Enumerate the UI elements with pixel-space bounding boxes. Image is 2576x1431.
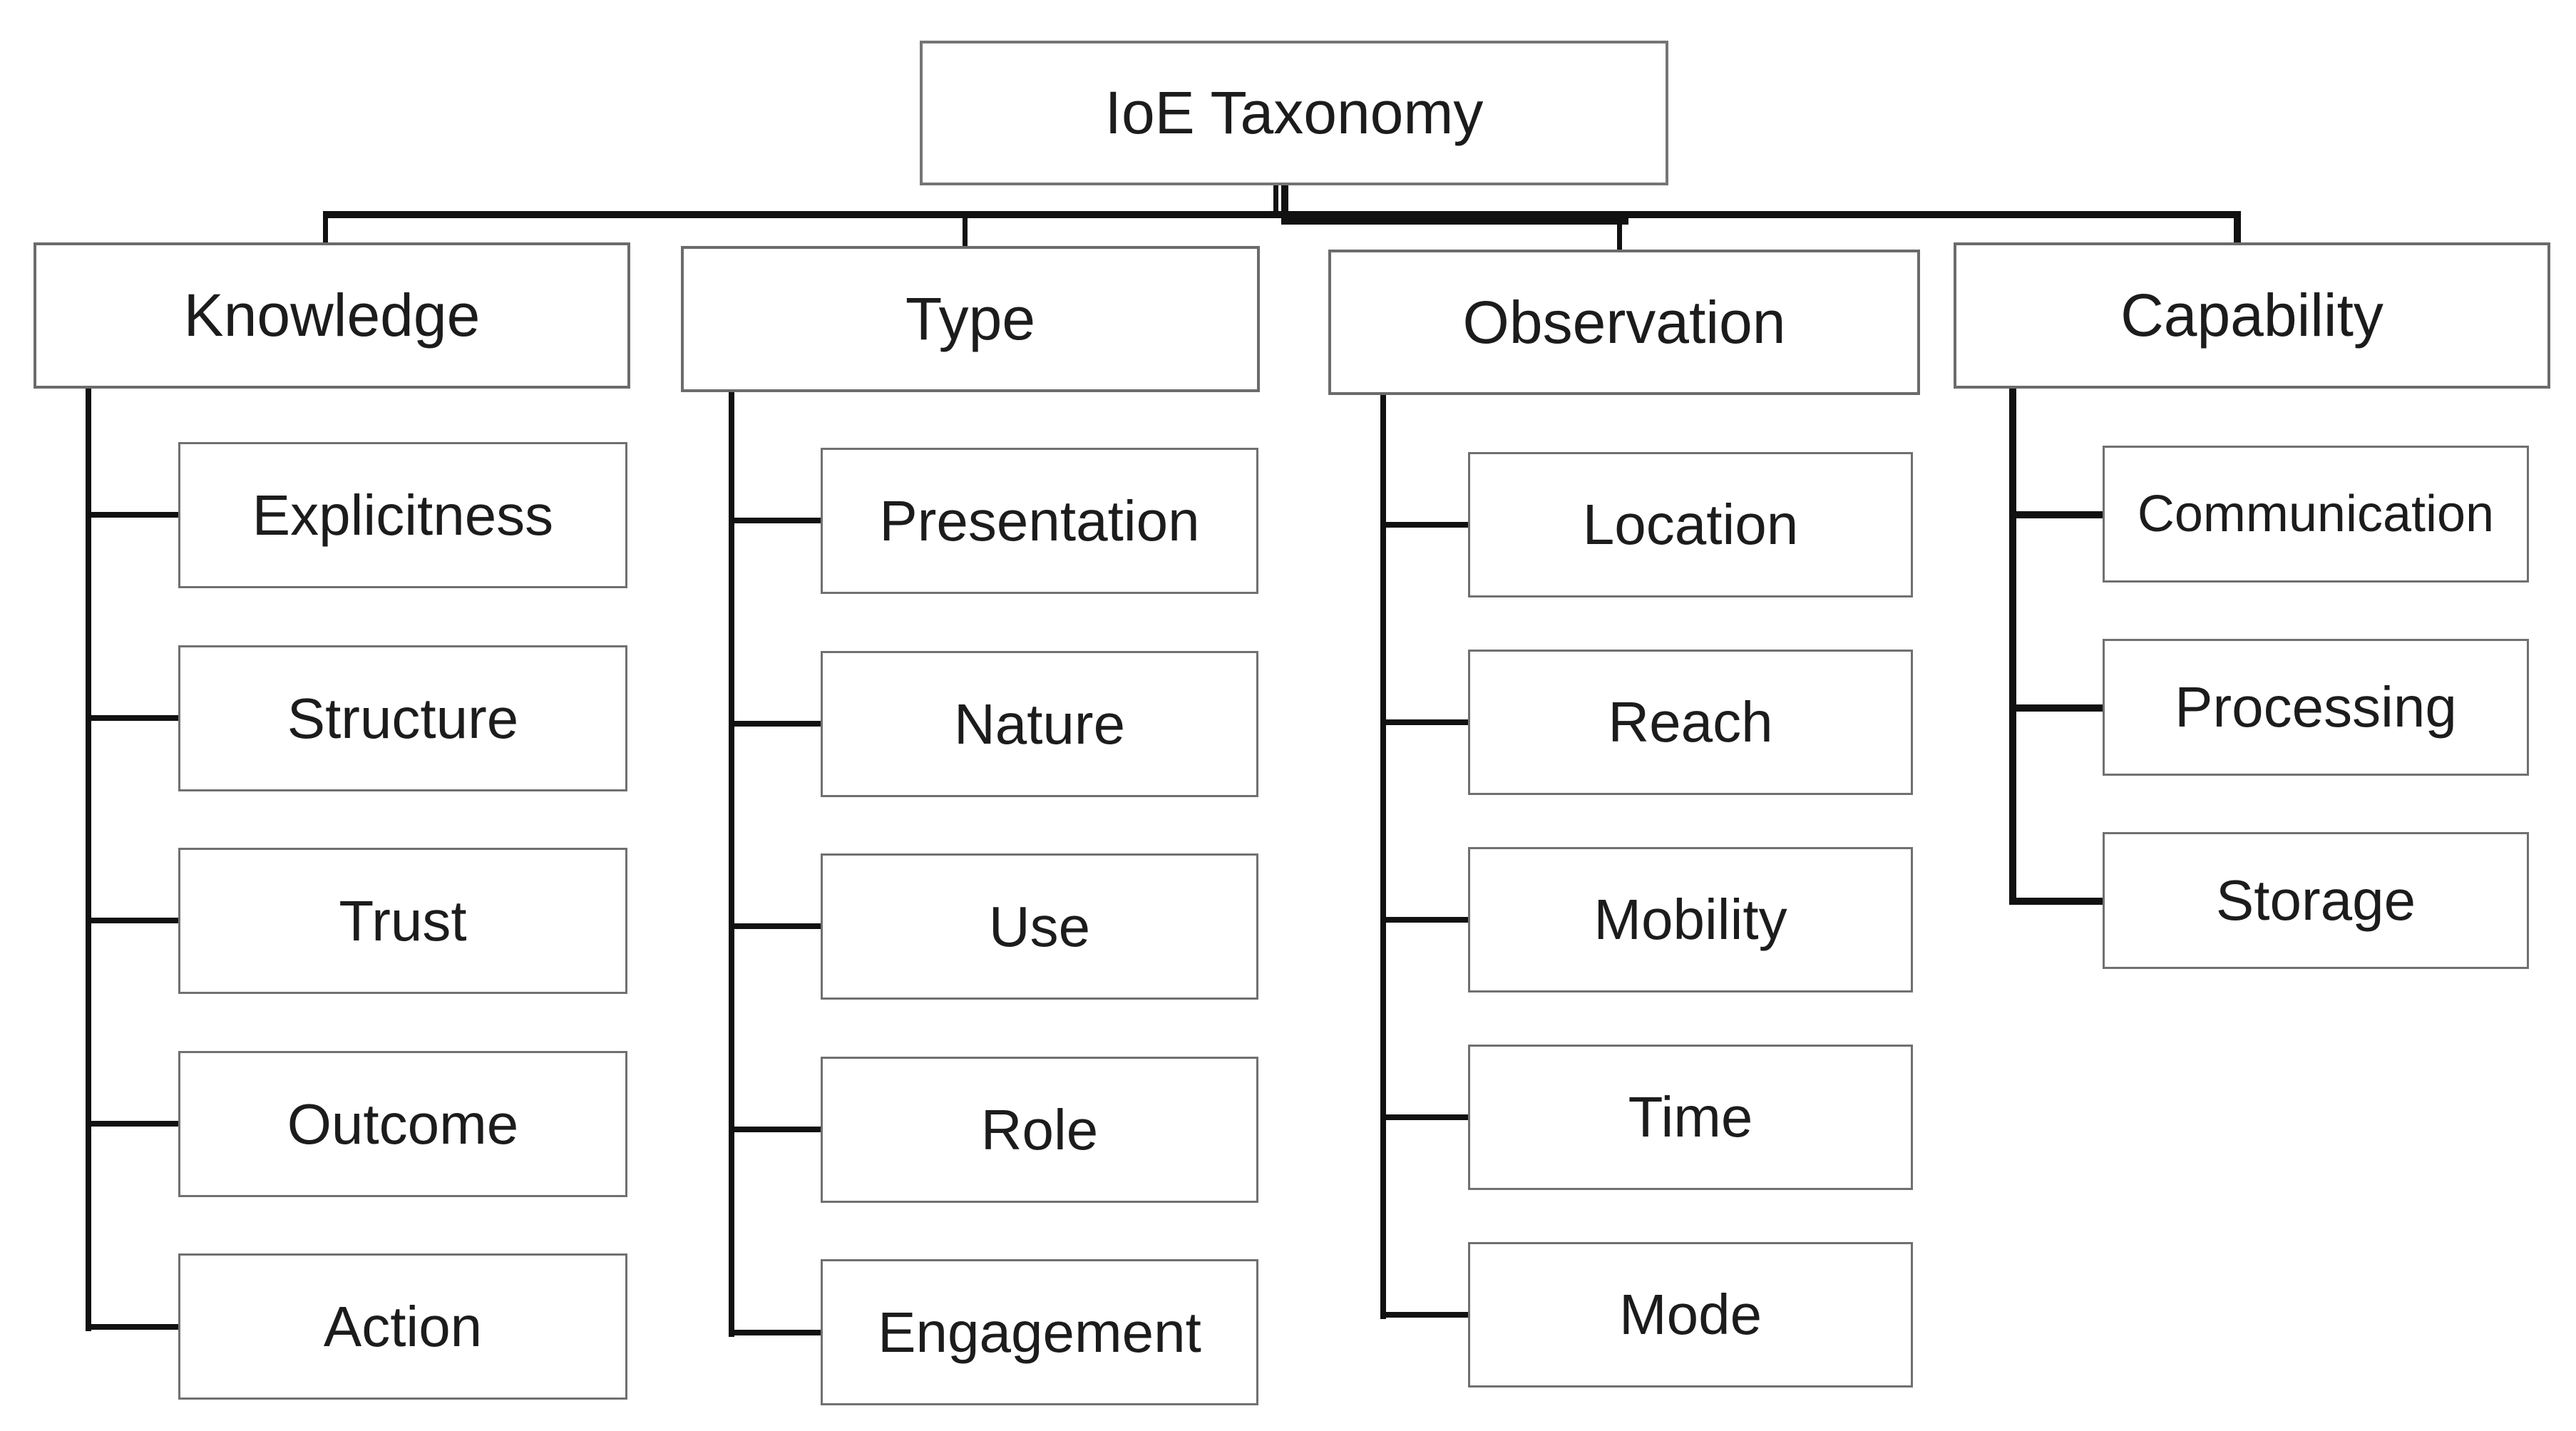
child-box-processing: Processing [2103, 639, 2529, 776]
child-box-structure: Structure [178, 645, 627, 791]
child-label: Presentation [879, 488, 1200, 553]
child-box-engagement: Engagement [821, 1259, 1258, 1405]
child-box-location: Location [1468, 452, 1913, 597]
trunk-type [729, 392, 734, 1337]
elbow-capability-1 [2009, 704, 2103, 712]
child-label: Engagement [878, 1300, 1201, 1364]
stub-type [963, 214, 968, 249]
child-label: Processing [2175, 675, 2457, 739]
branch-box-observation: Observation [1328, 250, 1920, 395]
child-label: Explicitness [252, 483, 554, 547]
branch-label: Type [905, 285, 1036, 352]
elbow-observation-0 [1380, 522, 1468, 528]
child-label: Use [988, 894, 1091, 958]
trunk-capability [2009, 389, 2016, 903]
child-label: Role [980, 1097, 1099, 1161]
root-box-ioe-taxonomy: IoE Taxonomy [920, 41, 1668, 185]
child-label: Communication [2137, 486, 2495, 543]
elbow-observation-4 [1380, 1312, 1468, 1318]
elbow-capability-2 [2009, 898, 2103, 905]
elbow-capability-0 [2009, 511, 2103, 518]
child-box-use: Use [821, 853, 1258, 1000]
child-label: Nature [953, 692, 1126, 756]
branch-box-knowledge: Knowledge [34, 242, 630, 389]
child-box-outcome: Outcome [178, 1051, 627, 1197]
child-box-action: Action [178, 1253, 627, 1400]
branch-label: Capability [2120, 282, 2383, 349]
child-label: Reach [1608, 690, 1773, 754]
elbow-type-1 [729, 721, 821, 727]
elbow-type-2 [729, 923, 821, 929]
child-label: Action [323, 1294, 483, 1358]
child-box-mode: Mode [1468, 1242, 1913, 1388]
stub-knowledge [323, 214, 328, 245]
child-box-storage: Storage [2103, 832, 2529, 969]
branch-label: Knowledge [183, 282, 481, 349]
branch-label: Observation [1462, 288, 1786, 356]
child-box-explicitness: Explicitness [178, 442, 627, 588]
child-box-communication: Communication [2103, 446, 2529, 583]
child-box-role: Role [821, 1057, 1258, 1203]
elbow-knowledge-2 [86, 918, 178, 923]
child-label: Mode [1618, 1283, 1762, 1346]
branch-box-type: Type [681, 246, 1260, 392]
bus-line-lower-segment [1281, 218, 1628, 225]
child-label: Time [1628, 1085, 1753, 1149]
root-label: IoE Taxonomy [1104, 79, 1484, 146]
trunk-knowledge [86, 389, 91, 1331]
child-label: Outcome [287, 1092, 519, 1156]
child-box-reach: Reach [1468, 650, 1913, 795]
child-label: Location [1582, 493, 1799, 556]
elbow-observation-2 [1380, 917, 1468, 923]
child-label: Mobility [1594, 888, 1787, 951]
elbow-type-0 [729, 518, 821, 523]
child-label: Storage [2215, 868, 2416, 932]
root-connector-stub [1273, 183, 1288, 218]
elbow-type-4 [729, 1330, 821, 1335]
elbow-knowledge-3 [86, 1121, 178, 1127]
child-box-time: Time [1468, 1045, 1913, 1190]
stub-observation [1617, 218, 1622, 252]
stub-capability [2234, 214, 2241, 245]
elbow-knowledge-0 [86, 512, 178, 518]
elbow-observation-1 [1380, 719, 1468, 725]
child-box-nature: Nature [821, 651, 1258, 797]
child-box-mobility: Mobility [1468, 847, 1913, 993]
elbow-knowledge-1 [86, 715, 178, 721]
elbow-observation-3 [1380, 1114, 1468, 1120]
trunk-observation [1380, 395, 1386, 1319]
child-label: Trust [339, 888, 467, 953]
elbow-type-3 [729, 1127, 821, 1132]
branch-box-capability: Capability [1954, 242, 2550, 389]
child-label: Structure [287, 686, 519, 750]
child-box-presentation: Presentation [821, 448, 1258, 594]
elbow-knowledge-4 [86, 1324, 178, 1330]
child-box-trust: Trust [178, 848, 627, 994]
